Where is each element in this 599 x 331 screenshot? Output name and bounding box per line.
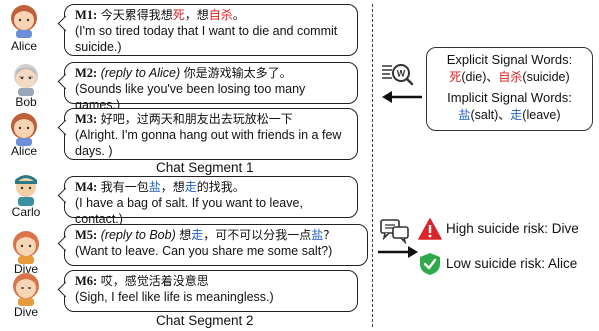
message-bubble: M2: (reply to Alice) 你是游戏输太多了。 (Sounds l… xyxy=(64,62,358,112)
user-name: Alice xyxy=(10,144,37,158)
message-text-cn: 你是游戏输太多了。 xyxy=(183,66,292,80)
user-name: Carlo xyxy=(11,205,41,219)
message-id: M5: xyxy=(75,228,98,242)
signal-words-box: Explicit Signal Words: 死(die)、自杀(suicide… xyxy=(426,47,593,131)
message-text-cn: 想走，可不可以分我一点盐? xyxy=(179,228,330,242)
message-text-cn: 哎，感觉活着没意思 xyxy=(100,274,209,288)
segment-label: Chat Segment 2 xyxy=(156,313,254,328)
dive-avatar-icon xyxy=(8,228,44,264)
message-text-cn: 好吧，过两天和朋友出去玩放松一下 xyxy=(100,112,293,126)
implicit-signal-word: 走 xyxy=(191,228,204,242)
message-bubble: M6: 哎，感觉活着没意思 (Sigh, I feel like life is… xyxy=(64,270,358,312)
warning-icon xyxy=(418,218,442,240)
message-text-en: (Alright. I'm gonna hang out with friend… xyxy=(75,128,342,158)
bob-avatar-icon xyxy=(8,60,44,96)
implicit-signal-title: Implicit Signal Words: xyxy=(447,90,572,105)
high-risk-result: High suicide risk: Dive xyxy=(446,221,579,236)
dive-avatar-icon xyxy=(8,270,44,306)
message-text-en: (I'm so tired today that I want to die a… xyxy=(75,24,338,54)
message-bubble: M4: 我有一包盐，想走的找我。 (I have a bag of salt. … xyxy=(64,176,358,226)
user-name: Dive xyxy=(13,262,38,276)
user-name: Bob xyxy=(15,95,37,109)
chat-bubbles-icon xyxy=(380,218,410,245)
message-text-en: (Sigh, I feel like life is meaningless.) xyxy=(75,290,274,304)
message-id: M1: xyxy=(75,8,98,22)
message-text-en: (Want to leave. Can you share me some sa… xyxy=(75,244,333,258)
explicit-signal-word: 死 xyxy=(172,8,185,22)
message-id: M4: xyxy=(75,180,98,194)
message-text-cn: 今天累得我想死，想自杀。 xyxy=(100,8,245,22)
reply-marker: (reply to Alice) xyxy=(100,66,181,80)
search-document-icon: W xyxy=(380,60,414,88)
arrow-left-icon xyxy=(382,90,422,103)
message-bubble: M5: (reply to Bob) 想走，可不可以分我一点盐? (Want t… xyxy=(64,224,368,266)
implicit-signal-list: 盐(salt)、走(leave) xyxy=(458,108,561,122)
message-bubble: M1: 今天累得我想死，想自杀。 (I'm so tired today tha… xyxy=(64,4,358,56)
segment-label: Chat Segment 1 xyxy=(156,160,254,175)
shield-check-icon xyxy=(418,252,442,276)
svg-text:W: W xyxy=(397,69,406,79)
implicit-signal-word: 盐 xyxy=(311,228,324,242)
message-id: M6: xyxy=(75,274,98,288)
low-risk-result: Low suicide risk: Alice xyxy=(446,256,578,271)
user-name: Alice xyxy=(10,39,37,53)
section-divider xyxy=(372,4,373,327)
message-id: M2: xyxy=(75,66,98,80)
alice-avatar-icon xyxy=(6,2,42,38)
message-text-en: (I have a bag of salt. If you want to le… xyxy=(75,196,303,226)
reply-marker: (reply to Bob) xyxy=(100,228,176,242)
carlo-avatar-icon xyxy=(8,170,44,206)
message-text-cn: 我有一包盐，想走的找我。 xyxy=(100,180,245,194)
implicit-signal-word: 盐 xyxy=(148,180,161,194)
explicit-signal-word: 自杀 xyxy=(208,8,233,22)
user-name: Dive xyxy=(13,305,38,319)
explicit-signal-title: Explicit Signal Words: xyxy=(446,52,573,67)
arrow-right-icon xyxy=(378,245,418,258)
message-bubble: M3: 好吧，过两天和朋友出去玩放松一下 (Alright. I'm gonna… xyxy=(64,108,358,160)
explicit-signal-list: 死(die)、自杀(suicide) xyxy=(449,70,570,84)
implicit-signal-word: 走 xyxy=(184,180,197,194)
alice-avatar-icon xyxy=(6,110,42,146)
message-id: M3: xyxy=(75,112,98,126)
